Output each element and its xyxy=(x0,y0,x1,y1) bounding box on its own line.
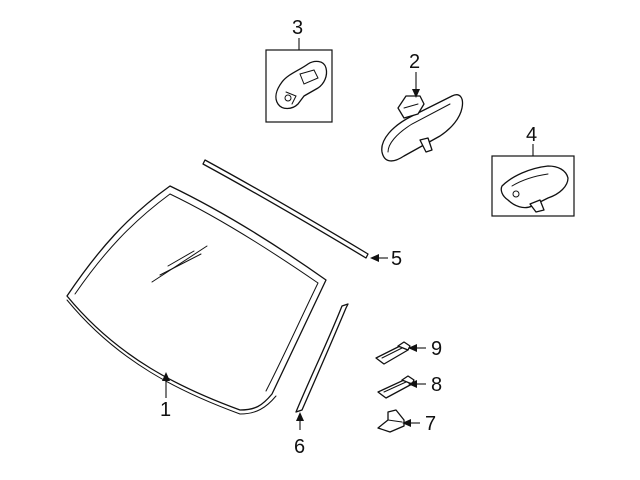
clip-9[interactable] xyxy=(375,341,411,365)
callout-4: 4 xyxy=(526,124,537,146)
bracket-7[interactable] xyxy=(377,409,405,433)
leader-9 xyxy=(408,344,426,352)
leader-2 xyxy=(412,72,420,98)
leader-1 xyxy=(162,372,170,398)
upper-molding[interactable] xyxy=(202,159,369,259)
callout-2: 2 xyxy=(409,51,420,73)
leader-5 xyxy=(370,254,388,262)
callout-3: 3 xyxy=(292,17,303,39)
callout-1: 1 xyxy=(160,399,171,421)
clip-8[interactable] xyxy=(377,375,415,399)
leader-6 xyxy=(296,412,304,430)
windshield-glass[interactable] xyxy=(66,185,327,415)
callout-5: 5 xyxy=(391,248,402,270)
rearview-mirror[interactable] xyxy=(381,94,464,162)
side-molding[interactable] xyxy=(295,303,349,413)
mirror-mount-inset[interactable] xyxy=(265,49,333,123)
callout-9: 9 xyxy=(431,338,442,360)
sensor-cover-inset[interactable] xyxy=(491,155,575,217)
leader-7 xyxy=(402,419,420,427)
callout-7: 7 xyxy=(425,413,436,435)
leader-8 xyxy=(408,380,426,388)
callout-8: 8 xyxy=(431,374,442,396)
callout-6: 6 xyxy=(294,436,305,458)
